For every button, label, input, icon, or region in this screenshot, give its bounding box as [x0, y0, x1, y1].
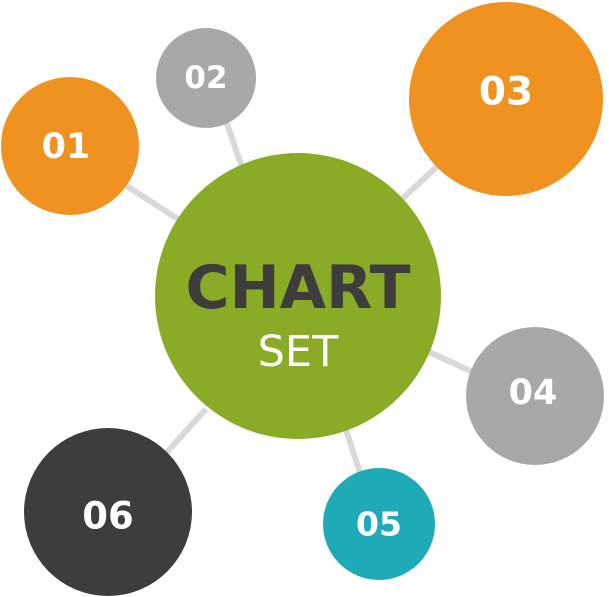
node-06-label: 06: [82, 495, 134, 538]
node-05-label: 05: [356, 505, 402, 544]
center-title: CHART: [185, 253, 410, 323]
node-06: 06: [24, 428, 192, 596]
center-node: CHART SET: [155, 153, 441, 439]
node-02: 02: [156, 28, 256, 128]
node-04-label: 04: [509, 373, 558, 413]
node-05-circle: [323, 468, 435, 580]
center-subtitle: SET: [258, 327, 339, 377]
node-03-circle: [409, 2, 603, 196]
node-02-label: 02: [184, 60, 227, 96]
center-circle: [155, 153, 441, 439]
node-03-label: 03: [479, 70, 533, 115]
node-06-circle: [24, 428, 192, 596]
node-01-label: 01: [42, 127, 91, 167]
node-01: 01: [1, 77, 139, 215]
node-04-circle: [466, 327, 604, 465]
node-04: 04: [466, 327, 604, 465]
node-02-circle: [156, 28, 256, 128]
node-01-circle: [1, 77, 139, 215]
node-05: 05: [323, 468, 435, 580]
connector-02: [222, 117, 246, 171]
node-03: 03: [409, 2, 603, 196]
